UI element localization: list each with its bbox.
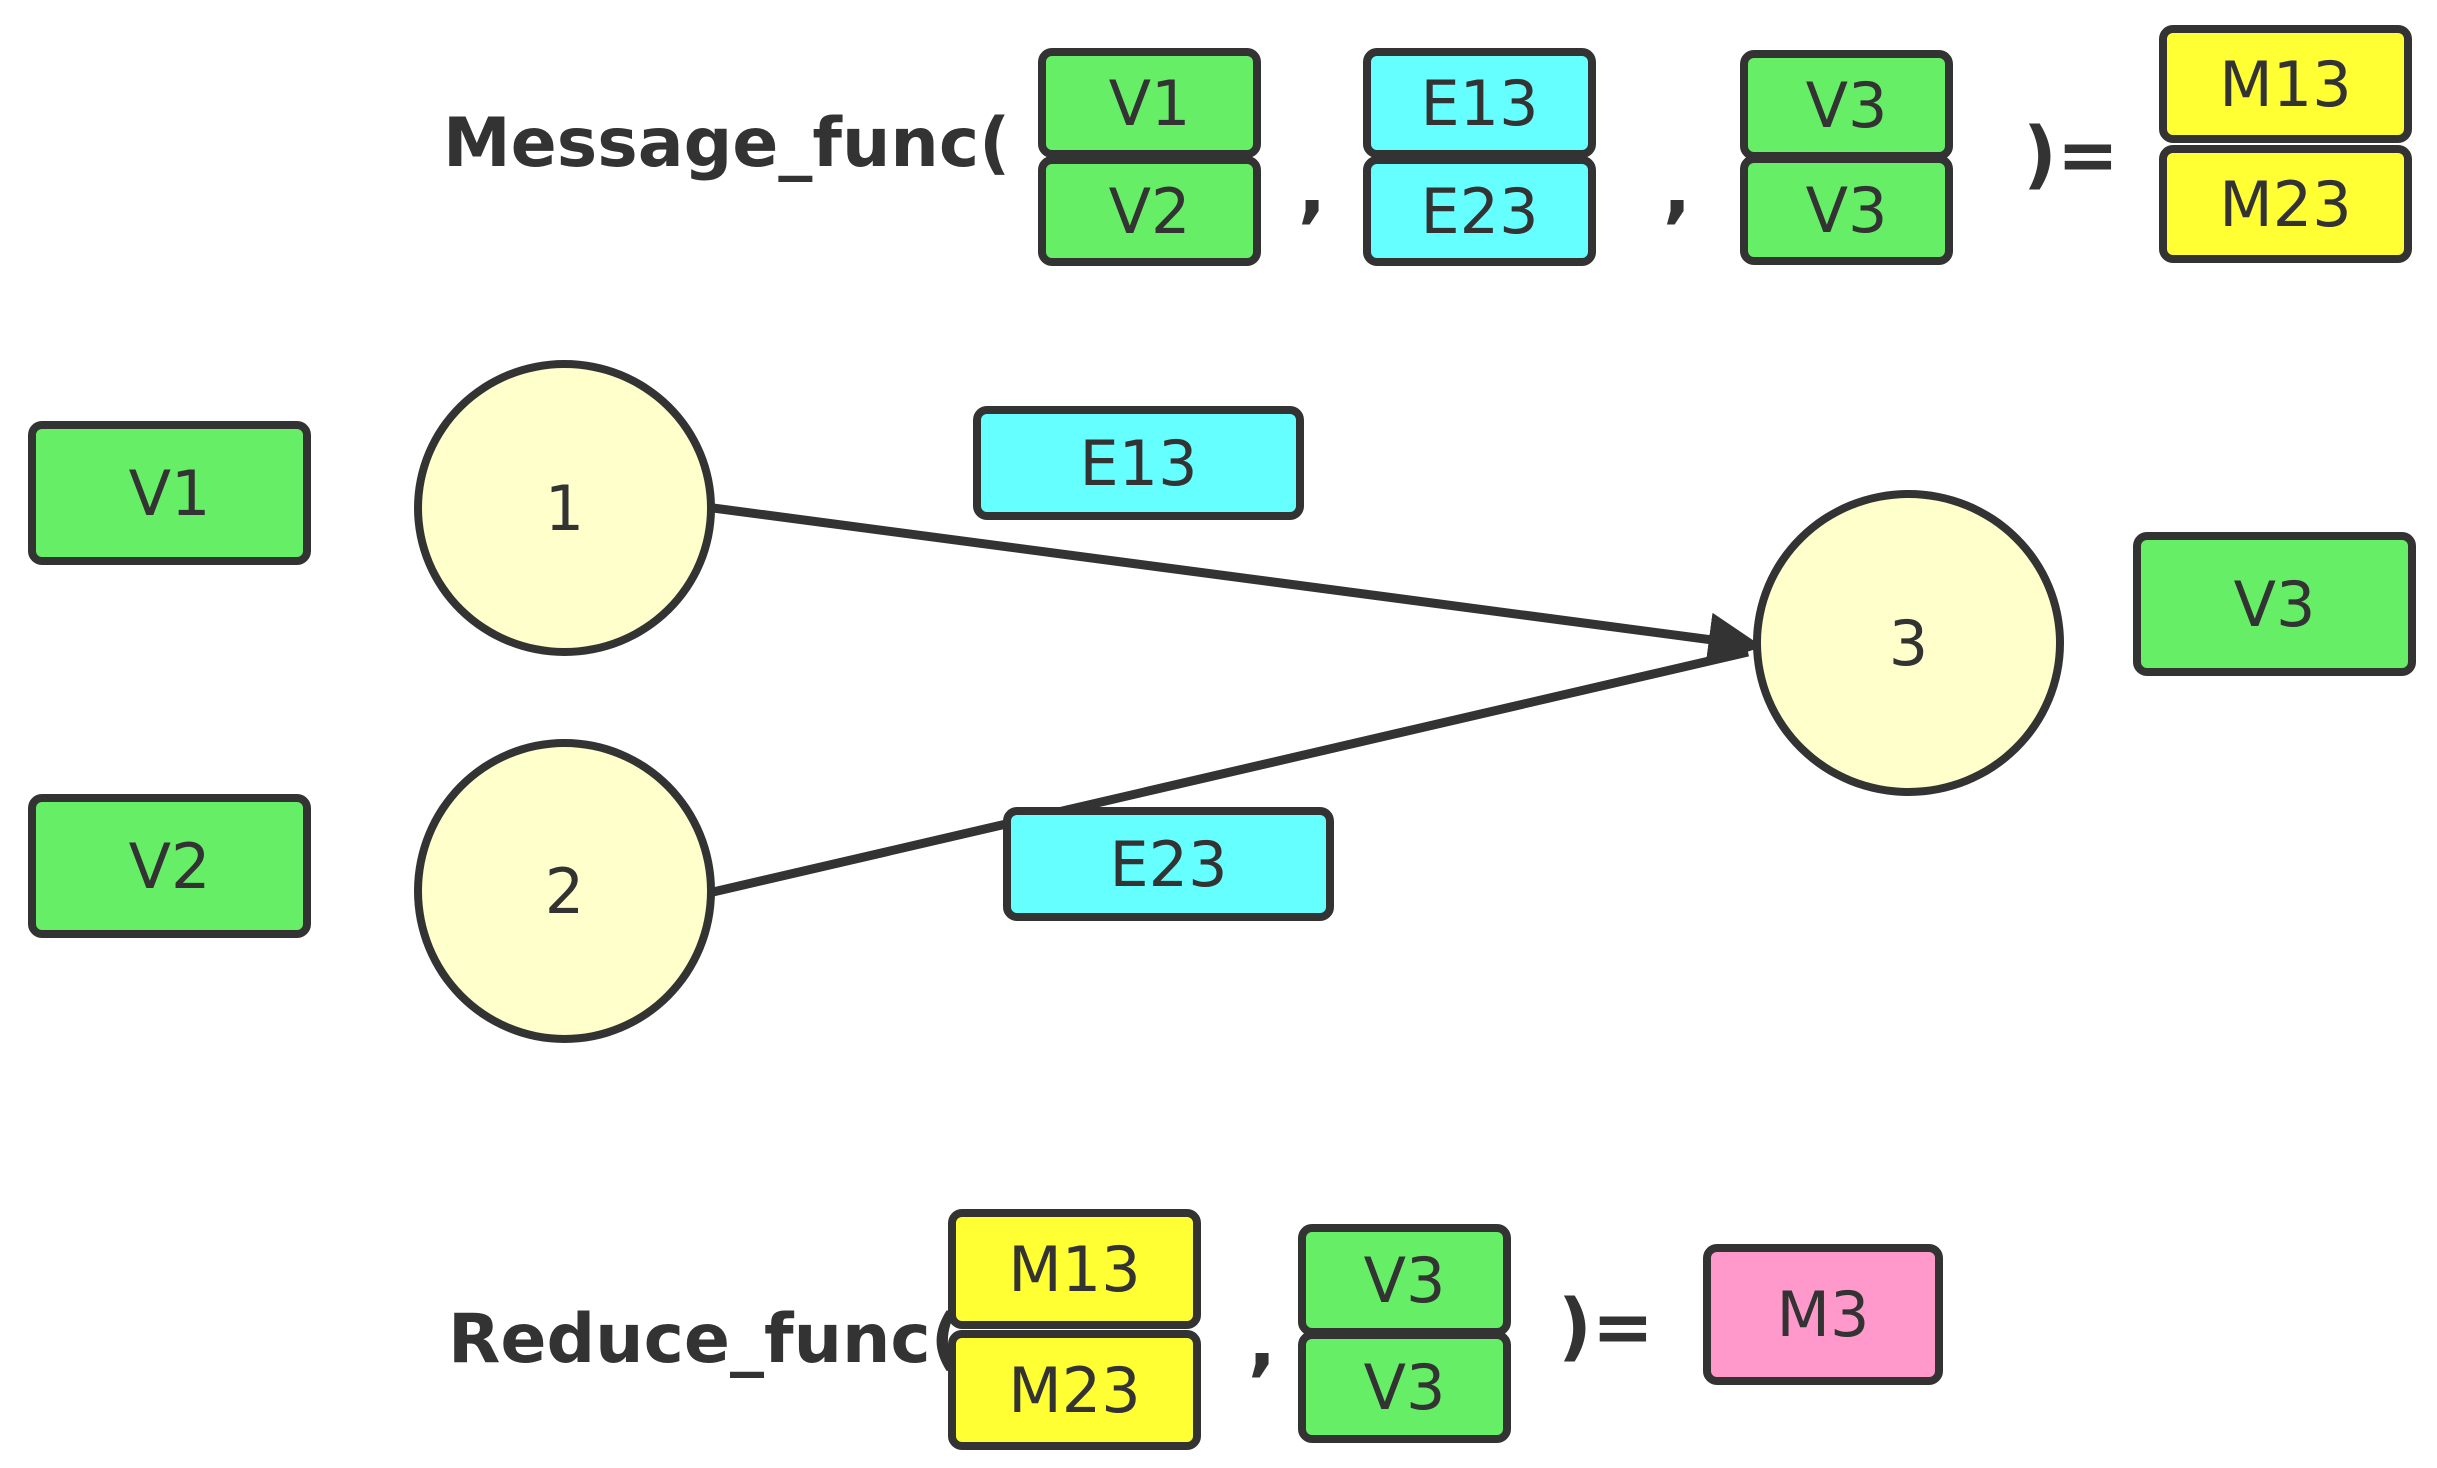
message-comma-2: , (1663, 146, 1692, 232)
graph-node-3: 3 (1753, 490, 2064, 796)
reduce-result: M3 (1703, 1244, 1943, 1385)
message-func-label: Message_func( (443, 104, 1011, 183)
node-feature-v3: V3 (2133, 532, 2416, 676)
reduce-arg1-top: M13 (948, 1209, 1201, 1329)
reduce-arg2-bottom: V3 (1298, 1331, 1511, 1443)
graph-node-1: 1 (414, 360, 715, 656)
message-arg2-top: E13 (1363, 48, 1596, 158)
reduce-comma: , (1248, 1299, 1277, 1385)
node-feature-v2: V2 (28, 794, 311, 938)
message-arg3-top: V3 (1740, 50, 1953, 160)
reduce-arg2-top: V3 (1298, 1224, 1511, 1336)
message-arg3-bottom: V3 (1740, 155, 1953, 265)
message-arg1-bottom: V2 (1038, 156, 1261, 266)
reduce-equals: )= (1558, 1284, 1654, 1370)
edge-feature-e13: E13 (973, 406, 1304, 520)
edge-feature-e23: E23 (1003, 807, 1334, 921)
message-result-bottom: M23 (2159, 145, 2412, 263)
reduce-func-label: Reduce_func( (448, 1300, 962, 1379)
message-result-top: M13 (2159, 25, 2412, 143)
graph-node-2: 2 (414, 739, 715, 1043)
node-feature-v1: V1 (28, 421, 311, 565)
message-comma-1: , (1298, 146, 1327, 232)
message-equals: )= (2023, 112, 2119, 198)
message-arg1-top: V1 (1038, 48, 1261, 158)
message-arg2-bottom: E23 (1363, 156, 1596, 266)
reduce-arg1-bottom: M23 (948, 1330, 1201, 1450)
edge-2-3 (711, 647, 1750, 897)
edge-1-3 (712, 503, 1763, 667)
